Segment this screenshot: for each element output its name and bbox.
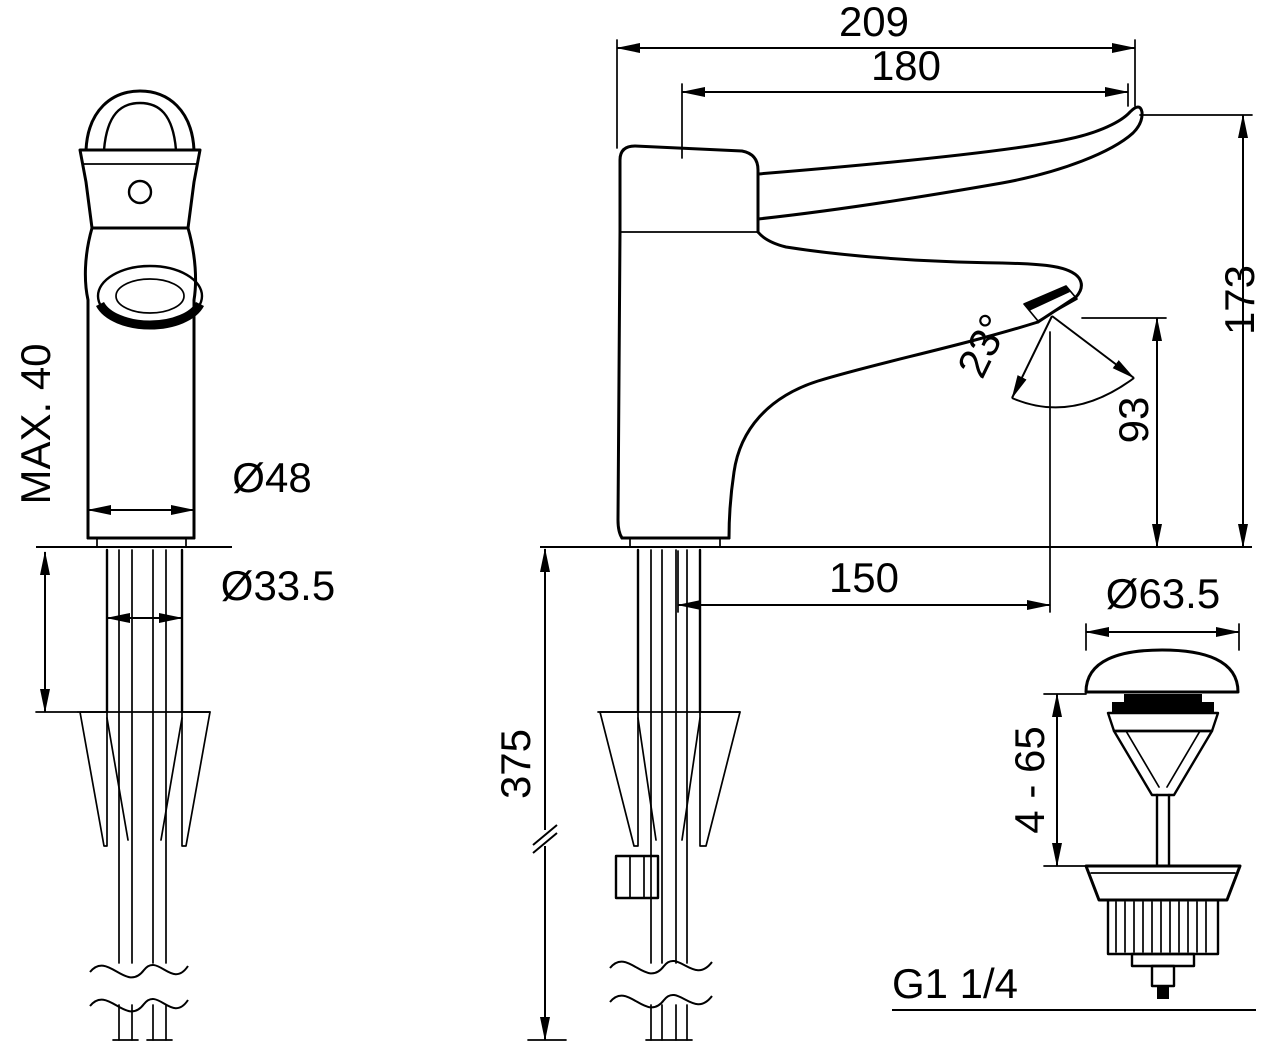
label-4-65: 4 - 65 [1006,726,1053,833]
dim-375: 375 [492,548,567,1041]
label-max40: MAX. 40 [12,343,59,504]
waste-pin [1157,986,1169,999]
front-shank [105,548,184,714]
label-150: 150 [829,554,899,601]
dim-150: 150 [677,331,1051,613]
dim-180: 180 [681,42,1129,159]
side-hoses-lower [650,1004,688,1041]
label-180: 180 [871,42,941,89]
side-body-left [616,230,624,540]
waste-tailpiece [1150,964,1176,988]
label-d33-5: Ø33.5 [221,562,335,609]
label-23deg: 23° [948,307,1018,385]
waste-step [1130,952,1196,968]
front-body-right [186,226,198,540]
label-93: 93 [1110,397,1157,444]
dim-209: 209 [616,0,1136,149]
waste-view [1084,648,1242,999]
label-d48: Ø48 [232,454,311,501]
dim-23deg: 23° [948,307,1135,409]
dim-thread: G1 1/4 [892,960,1256,1011]
side-spout-bottom [727,320,1040,540]
front-view [36,89,232,1041]
dim-173: 173 [1139,114,1261,548]
dim-d33-5: Ø33.5 [106,562,335,623]
side-bracket-right [699,711,741,847]
dim-d63-5: Ø63.5 [1085,570,1240,651]
waste-rod [1155,793,1171,868]
front-break-wave [89,963,189,979]
label-209: 209 [839,0,909,45]
side-shank [636,548,702,714]
front-screw [127,179,153,205]
front-hoses-lower [118,1004,167,1041]
side-bracket-left [599,711,639,847]
label-375: 375 [492,729,539,799]
front-hoses-upper [118,549,167,964]
waste-flange [1106,711,1220,733]
label-d63-5: Ø63.5 [1106,570,1220,617]
front-handle-cap [78,148,202,230]
dim-max40: MAX. 40 [12,343,79,713]
waste-thread-hatch [1115,901,1207,953]
label-173: 173 [1216,265,1261,335]
side-break-wave [609,959,713,975]
waste-seal-upper [1124,694,1202,702]
side-lever [756,105,1144,221]
front-handle-arch-inner [102,101,178,152]
front-handle-arch-outer [84,89,196,152]
side-hoses-upper [650,549,688,964]
front-bracket-left [79,711,108,847]
side-hub [618,144,760,234]
side-nut [614,854,660,900]
waste-seal-lower [1112,702,1214,713]
waste-lower-flange [1084,864,1242,902]
waste-funnel [1112,729,1214,797]
front-bracket-right [181,711,211,847]
front-outlet-rim [95,301,205,330]
side-spout-top [756,230,1083,324]
dim-4-65: 4 - 65 [1006,693,1098,867]
waste-cap [1084,648,1240,694]
front-body-left [83,226,94,540]
label-g1-1-4: G1 1/4 [892,960,1018,1007]
dim-93: 93 [1081,317,1167,548]
dim-d48: Ø48 [87,454,312,515]
side-view [540,105,1252,1041]
